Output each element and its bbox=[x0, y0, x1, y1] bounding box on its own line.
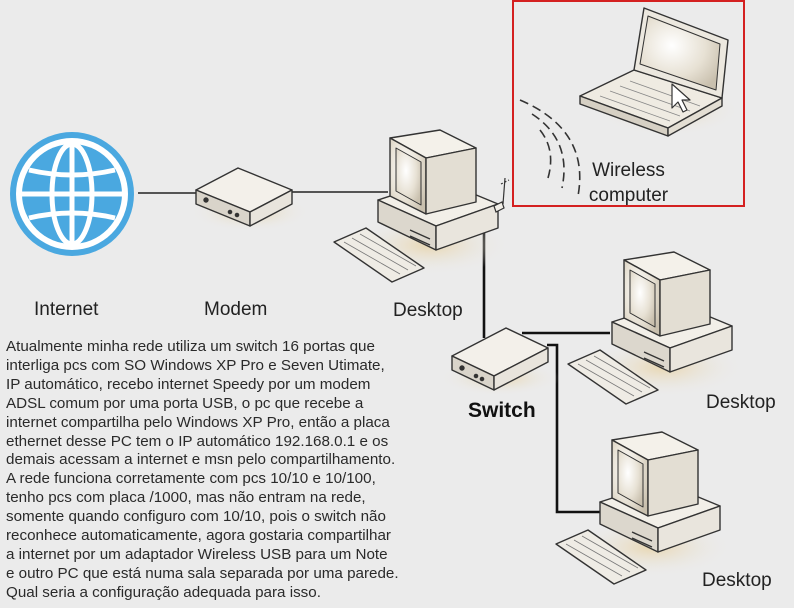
wireless-waves-icon bbox=[519, 99, 581, 197]
cursor-icon bbox=[671, 83, 691, 113]
desktop-main-label: Desktop bbox=[393, 300, 463, 321]
desktop-icon-bottom bbox=[555, 431, 733, 585]
laptop-icon bbox=[579, 7, 740, 137]
wireless-label-line2: computer bbox=[588, 185, 669, 206]
wireless-computer-label: Wireless computer bbox=[514, 158, 743, 208]
desktop-icon bbox=[333, 129, 510, 283]
switch-label: Switch bbox=[468, 399, 536, 422]
description-text: Atualmente minha rede utiliza um switch … bbox=[6, 338, 399, 601]
desktop-right-label: Desktop bbox=[706, 392, 776, 413]
switch-icon bbox=[440, 327, 560, 396]
globe-icon bbox=[10, 132, 134, 256]
internet-label: Internet bbox=[34, 299, 99, 320]
connection-lines bbox=[138, 191, 388, 194]
link-switch-desktop-bottom bbox=[547, 343, 600, 514]
modem-label: Modem bbox=[204, 299, 268, 320]
wireless-label-line1: Wireless bbox=[592, 160, 665, 181]
desktop-bottom-label: Desktop bbox=[702, 570, 772, 591]
wifi-adapter-icon bbox=[493, 177, 510, 213]
desktop-icon-right bbox=[567, 251, 745, 405]
modem-icon bbox=[190, 167, 310, 232]
wireless-computer-highlight-box: Wireless computer bbox=[512, 0, 745, 207]
